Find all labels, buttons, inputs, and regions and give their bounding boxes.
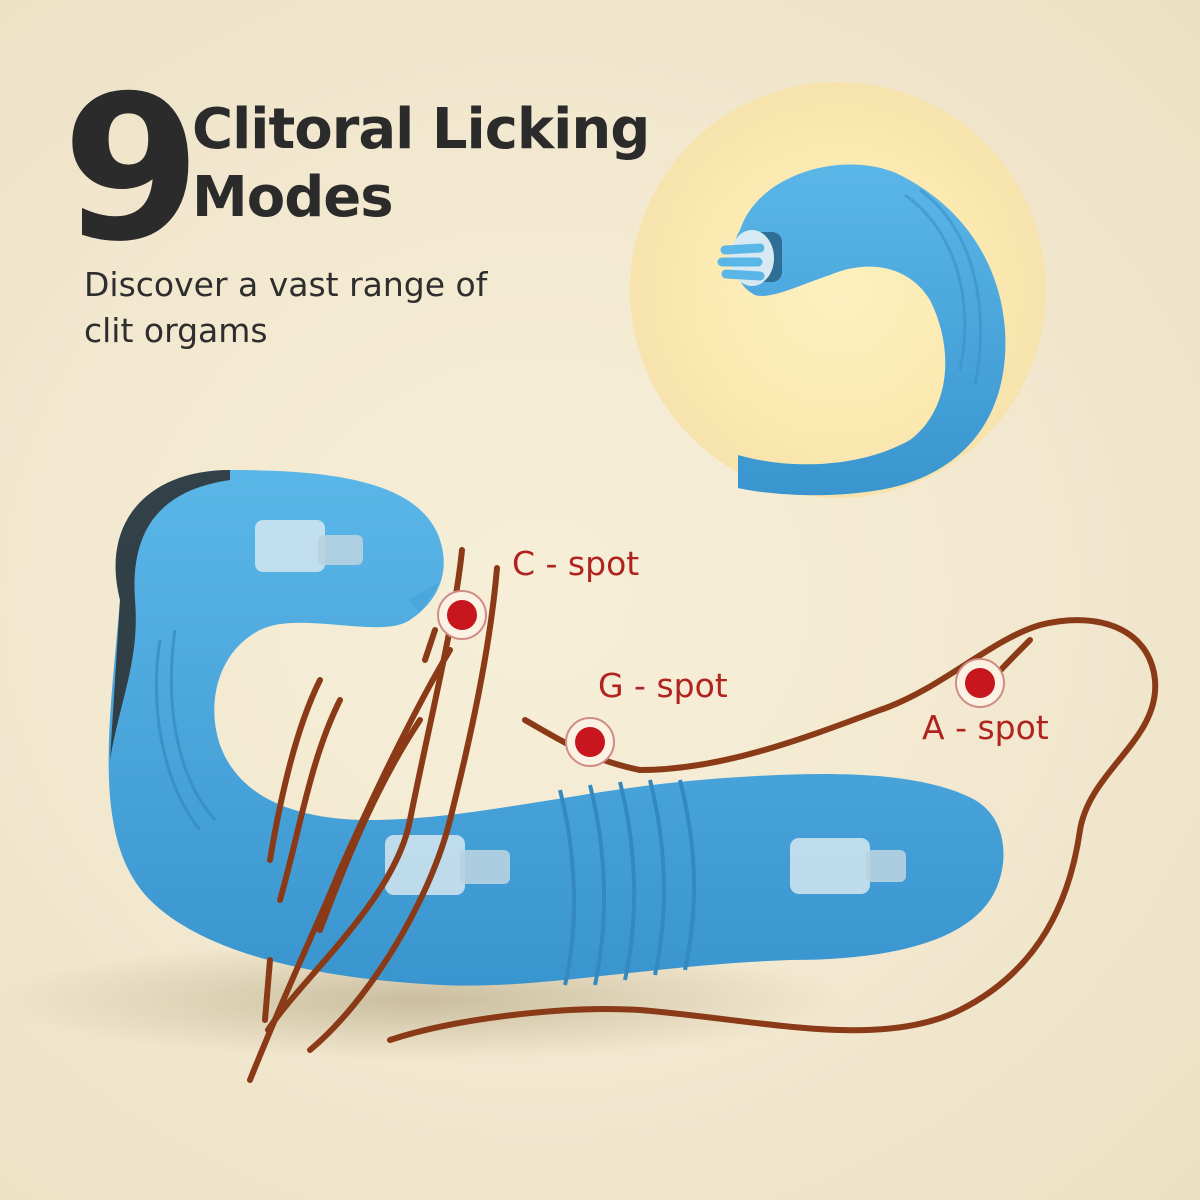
product-body bbox=[108, 470, 1004, 986]
g-spot-label: G - spot bbox=[598, 666, 728, 705]
c-spot-label: C - spot bbox=[512, 544, 640, 583]
g-spot-marker bbox=[565, 717, 615, 767]
motor-icon bbox=[255, 520, 906, 895]
subtitle-line-1: Discover a vast range of bbox=[84, 265, 488, 304]
modes-count: 9 bbox=[62, 53, 201, 286]
subtitle: Discover a vast range of clit orgams bbox=[84, 262, 604, 354]
headline: Clitoral Licking Modes bbox=[192, 96, 650, 232]
licking-tongue-detail bbox=[717, 230, 782, 286]
headline-line-1: Clitoral Licking bbox=[192, 97, 650, 162]
c-spot-marker bbox=[437, 590, 487, 640]
a-spot-marker bbox=[955, 658, 1005, 708]
a-spot-label: A - spot bbox=[922, 708, 1049, 747]
subtitle-line-2: clit orgams bbox=[84, 311, 268, 350]
zoom-head-shape bbox=[732, 164, 1006, 496]
zoom-detail-circle bbox=[630, 82, 1046, 498]
headline-line-2: Modes bbox=[192, 165, 394, 230]
